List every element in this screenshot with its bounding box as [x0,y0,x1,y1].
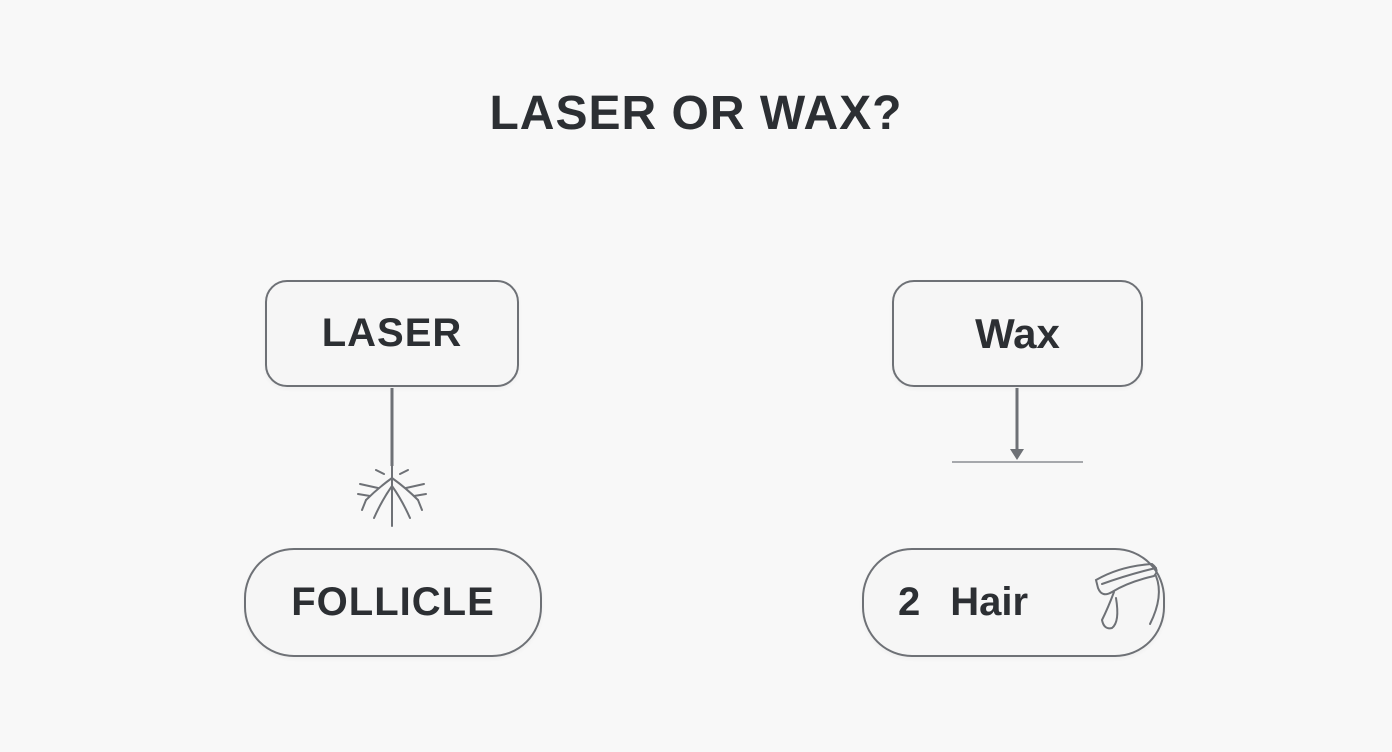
hair-node: 2 Hair [862,548,1165,657]
wax-node: Wax [892,280,1143,387]
wax-label: Wax [975,309,1060,357]
wax-arrow-head [1010,449,1024,460]
follicle-label: FOLLICLE [291,580,495,624]
hair-number: 2 [898,580,921,624]
laser-node: LASER [265,280,519,387]
diagram-title: LASER OR WAX? [489,87,903,140]
laser-label: LASER [321,311,463,355]
hair-root-icon [357,465,427,527]
follicle-node: FOLLICLE [244,548,542,657]
hair-label: Hair [950,580,1029,624]
